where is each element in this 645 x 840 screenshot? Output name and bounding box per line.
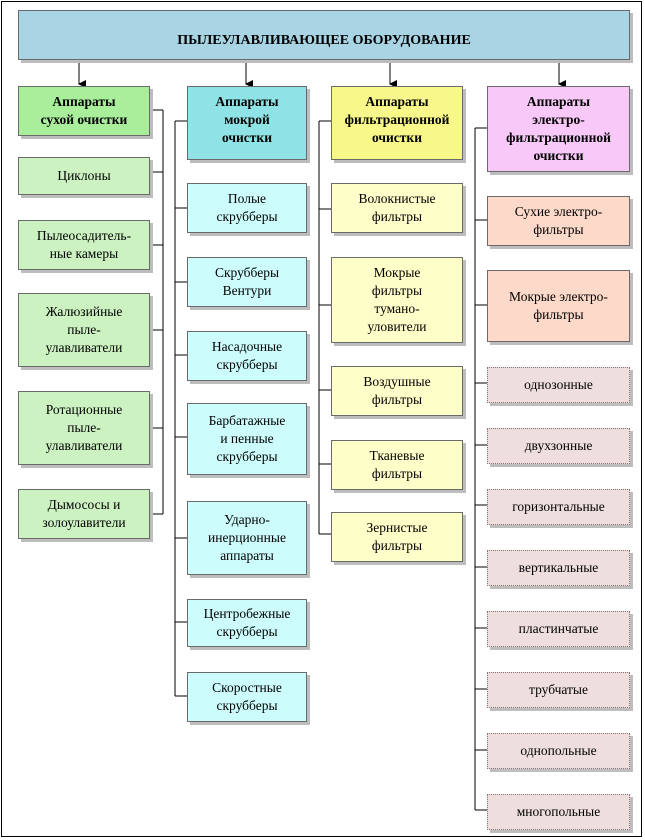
diagram-title: ПЫЛЕУЛАВЛИВАЮЩЕЕ ОБОРУДОВАНИЕ <box>18 10 630 60</box>
item-impact-inertial: Ударно- инерционные аппараты <box>187 501 307 575</box>
item-bubble-foam-scrubbers: Барбатажные и пенные скрубберы <box>187 403 307 475</box>
item-cyclones: Циклоны <box>18 157 150 195</box>
item-venturi-scrubbers: Скрубберы Вентури <box>187 257 307 307</box>
item-granular-filters: Зернистые фильтры <box>331 512 463 562</box>
item-fabric-filters: Тканевые фильтры <box>331 440 463 490</box>
item-fibrous-filters: Волокнистые фильтры <box>331 183 463 233</box>
item-packed-scrubbers: Насадочные скрубберы <box>187 331 307 381</box>
item-high-speed-scrubbers: Скоростные скрубберы <box>187 672 307 722</box>
item-two-zone: двухзонные <box>487 428 630 464</box>
header-electrofiltration: Аппараты электро- фильтрационной очистки <box>487 86 630 172</box>
item-single-zone: однозонные <box>487 367 630 403</box>
header-wet-cleaning: Аппараты мокрой очистки <box>187 86 307 160</box>
item-louver-collectors: Жалюзийные пыле- улавливатели <box>18 293 150 367</box>
header-filtration-cleaning: Аппараты фильтрационной очистки <box>331 86 463 160</box>
item-multi-field: многопольные <box>487 794 630 830</box>
item-dry-electrofilters: Сухие электро- фильтры <box>487 196 630 246</box>
item-rotary-collectors: Ротационные пыле- улавливатели <box>18 391 150 465</box>
item-single-field: однопольные <box>487 733 630 769</box>
item-tubular: трубчатые <box>487 672 630 708</box>
item-air-filters: Воздушные фильтры <box>331 366 463 416</box>
header-dry-cleaning: Аппараты сухой очистки <box>18 86 150 136</box>
item-horizontal: горизонтальные <box>487 489 630 525</box>
item-wet-mist-filters: Мокрые фильтры тумано- уловители <box>331 257 463 343</box>
item-hollow-scrubbers: Полые скрубберы <box>187 183 307 233</box>
item-vertical: вертикальные <box>487 550 630 586</box>
item-settling-chambers: Пылеосадитель- ные камеры <box>18 220 150 270</box>
item-smoke-exhausters: Дымососы и золоулавители <box>18 489 150 539</box>
item-wet-electrofilters: Мокрые электро- фильтры <box>487 270 630 342</box>
item-plate: пластинчатые <box>487 611 630 647</box>
item-centrifugal-scrubbers: Центробежные скрубберы <box>187 599 307 647</box>
